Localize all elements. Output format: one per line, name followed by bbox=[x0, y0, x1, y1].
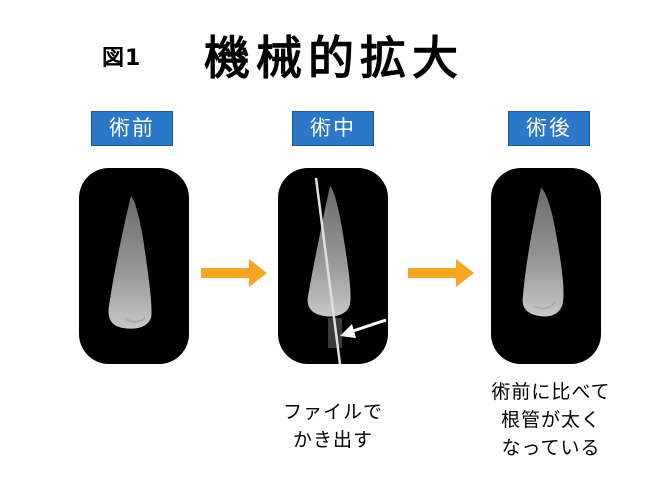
tooth-before-graphic bbox=[108, 196, 152, 329]
stage-label-before: 術前 bbox=[91, 111, 173, 146]
page-title: 機械的拡大 bbox=[204, 31, 464, 85]
caption-after-line-2: 根管が太く bbox=[500, 409, 601, 431]
caption-after-line-3: なっている bbox=[501, 437, 601, 459]
arrow-before-to-during bbox=[199, 256, 269, 290]
tooth-after-graphic bbox=[522, 188, 564, 317]
pointer-arrow-line bbox=[349, 318, 387, 334]
caption-during-line-2: かき出す bbox=[292, 429, 373, 451]
xray-during bbox=[278, 168, 388, 364]
xray-after bbox=[491, 168, 601, 364]
caption-during: ファイルで かき出す bbox=[268, 398, 398, 454]
caption-after: 術前に比べて 根管が太く なっている bbox=[476, 378, 626, 462]
caption-during-line-1: ファイルで bbox=[282, 401, 383, 423]
right-arrow-icon bbox=[408, 259, 474, 287]
figure-label: 図1 bbox=[102, 46, 142, 71]
file-instrument bbox=[314, 177, 342, 364]
xray-before bbox=[79, 168, 189, 364]
right-arrow-icon bbox=[201, 259, 267, 287]
pointer-arrow-head bbox=[340, 324, 356, 338]
arrow-during-to-after bbox=[406, 256, 476, 290]
tooth-during-graphic bbox=[307, 177, 387, 364]
stage-label-during: 術中 bbox=[292, 111, 374, 146]
stage-label-after: 術後 bbox=[508, 111, 590, 146]
caption-after-line-1: 術前に比べて bbox=[491, 381, 611, 403]
